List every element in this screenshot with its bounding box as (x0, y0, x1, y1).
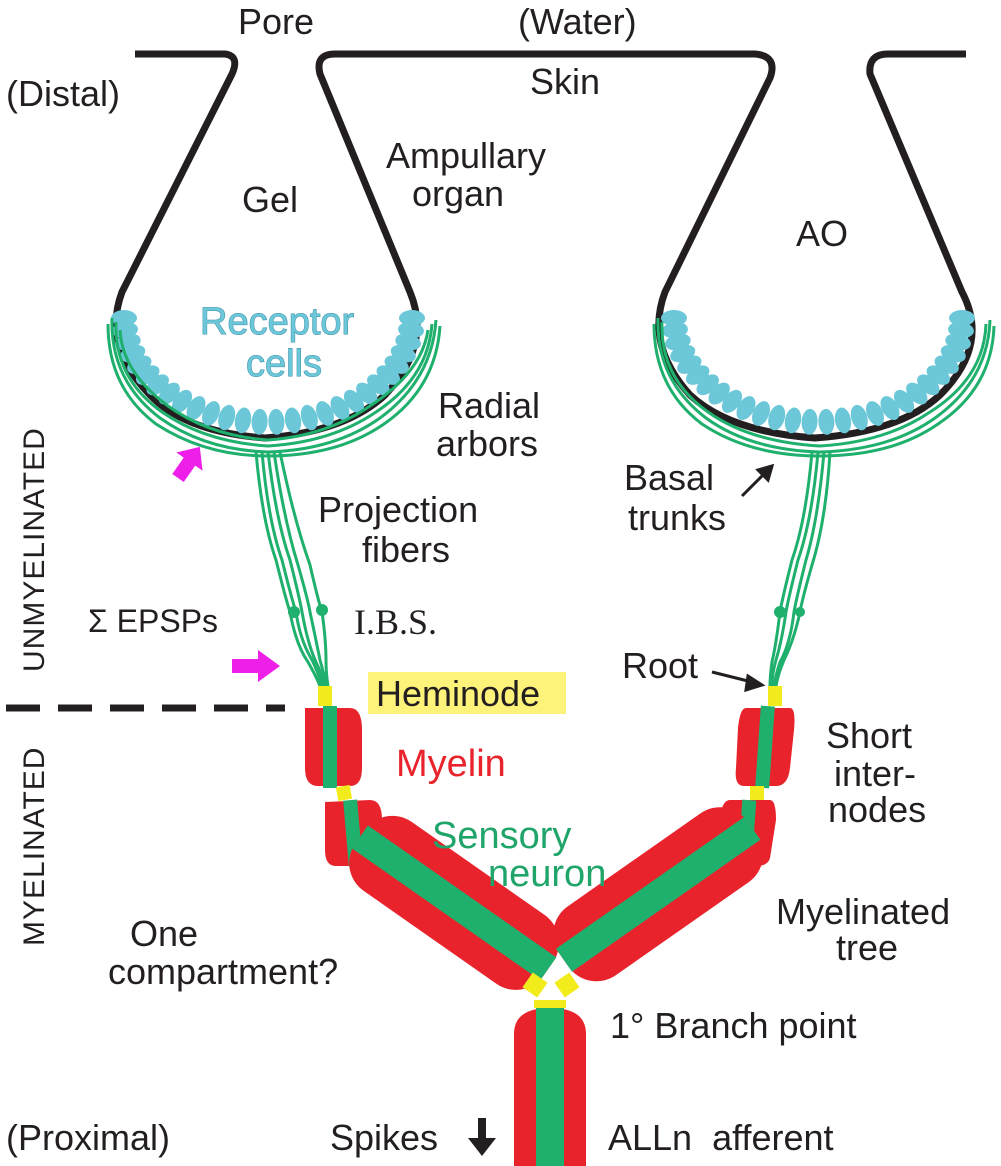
label-basal-1: Basal (624, 457, 714, 498)
receptor-cell (662, 322, 688, 339)
receptor-cell (850, 404, 868, 431)
receptor-cell (218, 404, 236, 431)
alln-afferent-trunk (514, 1008, 586, 1166)
receptor-cell (949, 310, 975, 326)
receptor-cell (343, 389, 365, 413)
receptor-cell (752, 401, 770, 426)
magenta-arrow-heminode (232, 650, 280, 682)
label-projection-1: Projection (318, 489, 478, 530)
receptor-cell (316, 401, 334, 426)
projection-fibers-left (254, 451, 330, 687)
label-ibs: I.B.S. (354, 602, 437, 642)
label-gel: Gel (242, 179, 298, 220)
heminode-left (318, 686, 332, 706)
label-ao: AO (796, 213, 848, 254)
label-one-compartment-2: compartment? (108, 951, 338, 992)
ibs-bulb-left-b (316, 604, 328, 616)
label-myelinated-tree-1: Myelinated (776, 891, 950, 932)
label-alln-afferent: ALLn afferent (608, 1117, 834, 1158)
receptor-cell (893, 389, 915, 413)
receptor-cell (112, 322, 138, 339)
receptor-cell (784, 407, 802, 434)
ibs-bulb-right-a (774, 606, 786, 618)
receptor-cell (234, 407, 252, 434)
label-proximal: (Proximal) (6, 1117, 170, 1158)
receptor-cell (186, 396, 206, 421)
skin-outline-left-organ (112, 50, 976, 442)
label-receptor-1: Receptor (200, 301, 355, 343)
label-myelinated: MYELINATED (18, 747, 51, 946)
label-radial-1: Radial (438, 385, 540, 426)
receptor-cell (268, 408, 285, 435)
myelinated-tree-right-branch (553, 807, 764, 982)
receptor-cell (399, 310, 425, 326)
ibs-bulb-right-b (795, 607, 805, 617)
receptor-cell (880, 396, 900, 421)
label-short-3: nodes (828, 789, 926, 830)
label-short-1: Short (826, 715, 912, 756)
branch-node-right (554, 972, 580, 998)
label-heminode: Heminode (376, 673, 540, 714)
branch-node-left (522, 972, 548, 998)
receptor-cell (768, 404, 786, 431)
receptor-cells-right (661, 310, 975, 435)
label-sum-epsps: Σ EPSPs (88, 603, 218, 639)
receptor-cell (818, 408, 835, 435)
radial-arbors-right (652, 317, 996, 458)
receptor-cell (736, 396, 756, 421)
label-radial-2: arbors (436, 423, 538, 464)
magenta-arrow-radial (172, 446, 203, 483)
label-branch-point: 1° Branch point (610, 1005, 857, 1046)
receptor-cell (330, 396, 350, 421)
root-arrow (711, 670, 766, 693)
label-ampullary-2: organ (412, 173, 504, 214)
receptor-cell (661, 310, 687, 326)
label-pore: Pore (238, 1, 314, 42)
label-myelinated-tree-2: tree (836, 927, 898, 968)
receptor-cell (866, 401, 884, 426)
label-short-2: inter- (834, 753, 916, 794)
receptor-cell (202, 401, 220, 426)
label-skin: Skin (530, 61, 600, 102)
spikes-down-arrow (468, 1118, 496, 1156)
label-projection-2: fibers (362, 529, 450, 570)
label-ampullary-1: Ampullary (386, 135, 546, 176)
receptor-cell (284, 407, 302, 434)
branch-node-stem (534, 1000, 566, 1008)
label-basal-2: trunks (628, 497, 726, 538)
label-myelin: Myelin (396, 743, 506, 785)
receptor-cell (834, 407, 852, 434)
heminode-right (768, 686, 782, 706)
receptor-cell (300, 404, 318, 431)
basal-trunks-arrow (740, 463, 775, 498)
myelinated-tree-left-branch (349, 815, 560, 990)
ibs-bulb-left-a (288, 606, 300, 618)
label-distal: (Distal) (6, 73, 120, 114)
receptor-cell (111, 310, 137, 326)
label-unmyelinated: UNMYELINATED (18, 427, 51, 672)
node-right-1 (750, 786, 764, 800)
label-sensory-1: Sensory (432, 815, 571, 857)
label-receptor-2: cells (246, 343, 322, 385)
label-root: Root (622, 645, 698, 686)
node-left-1 (335, 784, 353, 802)
projection-fibers-right (768, 451, 832, 687)
label-spikes: Spikes (330, 1117, 438, 1158)
receptor-cell (801, 408, 818, 435)
label-water: (Water) (518, 1, 637, 42)
label-one-compartment-1: One (130, 913, 198, 954)
receptor-cell (251, 408, 268, 435)
label-sensory-2: neuron (488, 853, 606, 895)
heminode-highlight (368, 672, 566, 714)
